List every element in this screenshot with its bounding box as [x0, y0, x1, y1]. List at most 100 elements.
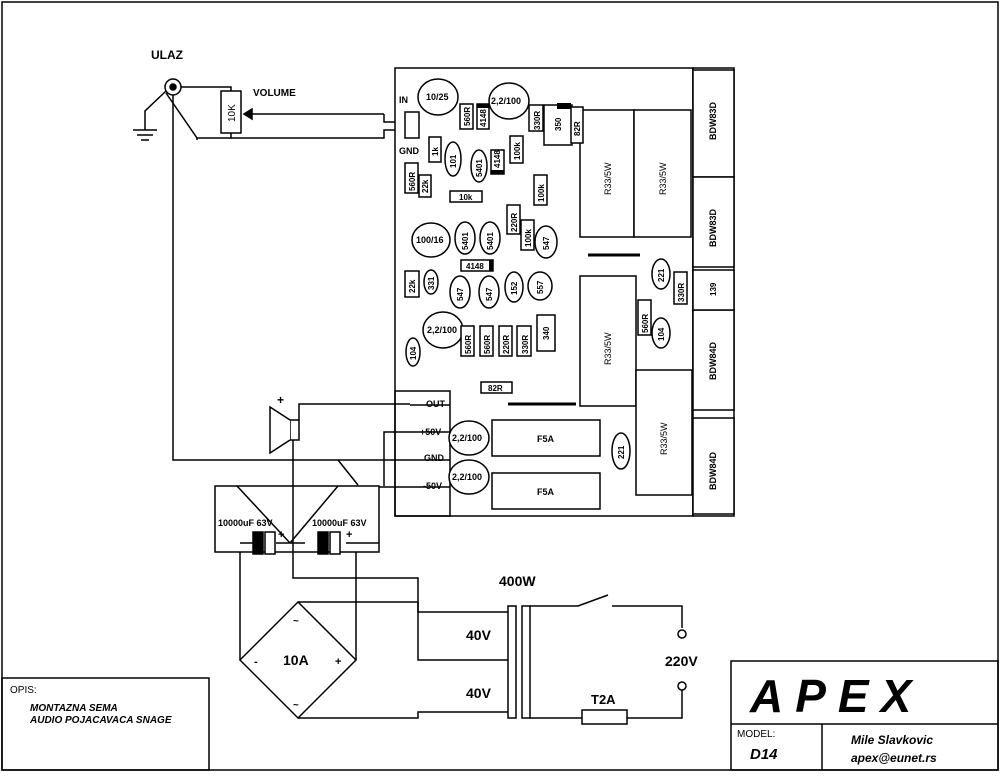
volume-label: VOLUME: [253, 88, 296, 99]
svg-text:330R: 330R: [677, 283, 686, 302]
q4-label: BDW84D: [708, 451, 718, 490]
power-connector-box: [394, 390, 451, 517]
svg-text:560R: 560R: [464, 335, 473, 354]
brand-logo: APEX: [749, 670, 923, 722]
r33-1-label: R33/5W: [603, 162, 613, 195]
transformer-power-label: 400W: [499, 573, 536, 589]
ulaz-label: ULAZ: [151, 48, 183, 62]
svg-text:82R: 82R: [573, 121, 582, 136]
in-label: IN: [399, 95, 408, 105]
svg-text:547: 547: [456, 287, 465, 301]
r33-4-label: R33/5W: [659, 422, 669, 455]
speaker-out-wire: [298, 403, 410, 420]
svg-text:221: 221: [617, 445, 626, 459]
bridge-minus: -: [254, 656, 258, 668]
svg-text:4148: 4148: [466, 262, 484, 271]
mains-voltage-label: 220V: [665, 653, 698, 669]
cap-left-plus: +: [278, 529, 284, 541]
svg-text:560R: 560R: [483, 335, 492, 354]
cap-right-plus: +: [346, 529, 352, 541]
bridge-plus: +: [335, 656, 341, 668]
svg-text:560R: 560R: [463, 107, 472, 126]
speaker: [269, 403, 508, 661]
driver-139-body: [692, 269, 735, 311]
cap-right-label: 10000uF 63V: [312, 518, 367, 528]
jack-ground-wire: [144, 90, 167, 130]
plus50-wire: [383, 431, 410, 486]
svg-text:2,2/100: 2,2/100: [452, 472, 482, 482]
svg-text:5401: 5401: [461, 232, 470, 250]
primary-top-wire: [530, 594, 683, 628]
gnd-label: GND: [399, 146, 420, 156]
svg-text:340: 340: [542, 326, 551, 340]
title-block: [730, 660, 999, 771]
svg-text:331: 331: [427, 276, 436, 290]
svg-text:5401: 5401: [486, 232, 495, 250]
svg-text:100/16: 100/16: [416, 235, 444, 245]
filter-capacitors: [252, 531, 341, 555]
desc-line2: AUDIO POJACAVACA SNAGE: [29, 715, 172, 726]
svg-text:4148: 4148: [479, 109, 488, 127]
svg-text:547: 547: [485, 287, 494, 301]
secondary-top-label: 40V: [466, 627, 492, 643]
svg-text:101: 101: [449, 154, 458, 168]
svg-text:100k: 100k: [537, 184, 546, 202]
speaker-plus-sign: +: [277, 393, 284, 407]
gnd-wire: [231, 129, 405, 139]
pcb-rect-components: [404, 103, 688, 510]
input-connector: [404, 111, 420, 139]
gnd2-label: GND: [424, 453, 445, 463]
r33-2-label: R33/5W: [658, 162, 668, 195]
q2-label: BDW83D: [708, 208, 718, 247]
mains-fuse: [581, 709, 628, 725]
svg-text:557: 557: [536, 280, 545, 294]
svg-text:547: 547: [542, 236, 551, 250]
capacitor-left-body: [252, 531, 264, 555]
svg-text:330R: 330R: [533, 111, 542, 130]
svg-text:1k: 1k: [431, 147, 440, 156]
input-jack-inner: [169, 83, 177, 91]
secondary-bottom-label: 40V: [466, 685, 492, 701]
svg-text:330R: 330R: [521, 335, 530, 354]
svg-text:2,2/100: 2,2/100: [452, 433, 482, 443]
model-label: MODEL:: [737, 729, 775, 740]
svg-text:100k: 100k: [524, 229, 533, 247]
author-name: Mile Slavkovic: [851, 733, 933, 747]
svg-text:2,2/100: 2,2/100: [427, 325, 457, 335]
svg-text:5401: 5401: [475, 159, 484, 177]
opis-label: OPIS:: [10, 685, 37, 696]
desc-line1: MONTAZNA SEMA: [30, 703, 118, 714]
svg-text:82R: 82R: [488, 384, 503, 393]
bridge-ac-2: ~: [293, 700, 299, 711]
transformer: [417, 594, 687, 725]
pcb-round-components: [405, 78, 671, 495]
svg-text:560R: 560R: [641, 314, 650, 333]
q3-label: BDW84D: [708, 341, 718, 380]
svg-text:4148: 4148: [493, 150, 502, 168]
q1-label: BDW83D: [708, 101, 718, 140]
svg-text:139: 139: [709, 282, 718, 296]
svg-text:104: 104: [657, 327, 666, 341]
svg-text:10/25: 10/25: [426, 92, 449, 102]
bridge-rectifier: [238, 552, 508, 720]
pcb-labels: 10/25 2,2/100 560R 4148 330R 350 82R 1k …: [408, 92, 718, 497]
svg-text:350: 350: [554, 117, 563, 131]
svg-text:2,2/100: 2,2/100: [491, 96, 521, 106]
svg-text:10k: 10k: [459, 193, 473, 202]
mains-fuse-label: T2A: [591, 692, 616, 707]
plus50-label: +50V: [420, 427, 441, 437]
power-resistors: [579, 109, 693, 496]
supply-wiring: [214, 431, 410, 553]
input-wire: [181, 86, 232, 91]
input-section: [133, 78, 405, 486]
capacitor-right-body: [317, 531, 329, 555]
mains-terminal-top: [677, 629, 687, 639]
diode-bands: [477, 103, 571, 271]
output-transistors: [692, 69, 735, 515]
svg-text:560R: 560R: [408, 172, 417, 191]
svg-text:104: 104: [409, 346, 418, 360]
capacitor-bank-box: [214, 485, 380, 553]
svg-text:100k: 100k: [513, 142, 522, 160]
